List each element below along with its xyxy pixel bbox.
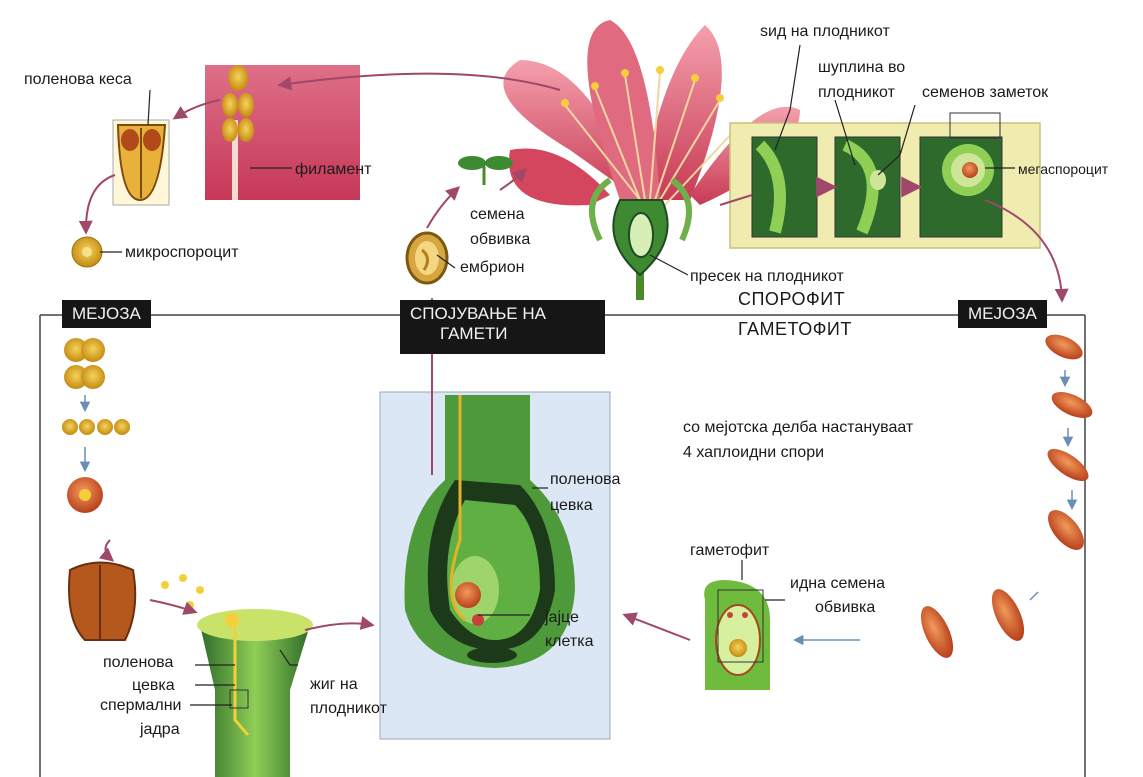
meiotic-note-line-1: со мејотска делба настануваат (683, 418, 913, 437)
filament-label: филамент (295, 160, 371, 179)
ovary-wall-label: ѕид на плодникот (760, 22, 890, 41)
pollen-tube-label-1: поленова (550, 470, 620, 489)
egg-cell-label-2: клетка (545, 632, 593, 651)
meiosis-right-badge: МЕЈОЗА (958, 300, 1047, 328)
ovary-cavity-label-1: шуплина во (818, 58, 905, 77)
fusion-label-2: ГАМЕТИ (410, 324, 595, 344)
ovary-development-panel (730, 113, 1040, 248)
pollen-sac-label: поленова кеса (24, 70, 132, 89)
sperm-nuclei-label-2: јадра (140, 720, 180, 739)
future-seed-coat-label-2: обвивка (815, 598, 875, 617)
open-anther-drawing (69, 563, 204, 641)
sporophyte-title: СПОРОФИТ (738, 290, 845, 309)
pollen-tube-2-label-2: цевка (132, 676, 175, 695)
seedling-drawing (458, 156, 513, 185)
ovule-label: семенов заметок (922, 83, 1048, 102)
sperm-nuclei-label-1: спермални (100, 696, 181, 715)
embryo-sac-drawing (704, 580, 770, 690)
embryo-label: ембрион (460, 258, 524, 277)
pollen-tube-label-2: цевка (550, 496, 593, 515)
ovary-cavity-label-2: плодникот (818, 83, 895, 102)
pollen-tube-2-label-1: поленова (103, 653, 173, 672)
pollen-sac-drawing (113, 120, 169, 205)
ovary-section-label: пресек на плодникот (690, 267, 844, 286)
stigma-label-2: плодникот (310, 699, 387, 718)
egg-cell-label-1: јајце (545, 608, 579, 627)
meiosis-left-cells (62, 338, 130, 513)
gametophyte-label: гаметофит (690, 541, 769, 560)
seed-coat-label-2: обвивка (470, 230, 530, 249)
stigma-label-1: жиг на (310, 675, 358, 694)
seed-coat-label-1: семена (470, 205, 525, 224)
meiosis-left-badge: МЕЈОЗА (62, 300, 151, 328)
fusion-label-1: СПОЈУВАЊЕ НА (410, 304, 595, 324)
microsporocyte-label: микроспороцит (125, 243, 239, 262)
megasporocyte-label: мегаспороцит (1018, 160, 1108, 179)
meiotic-note-line-2: 4 хаплоидни спори (683, 443, 824, 462)
stigma-drawing (197, 609, 313, 777)
gametophyte-title: ГАМЕТОФИТ (738, 320, 852, 339)
future-seed-coat-label-1: идна семена (790, 574, 885, 593)
fusion-badge: СПОЈУВАЊЕ НА ГАМЕТИ (400, 300, 605, 354)
meiosis-right-cells (914, 329, 1096, 662)
fertilization-panel (380, 392, 610, 739)
